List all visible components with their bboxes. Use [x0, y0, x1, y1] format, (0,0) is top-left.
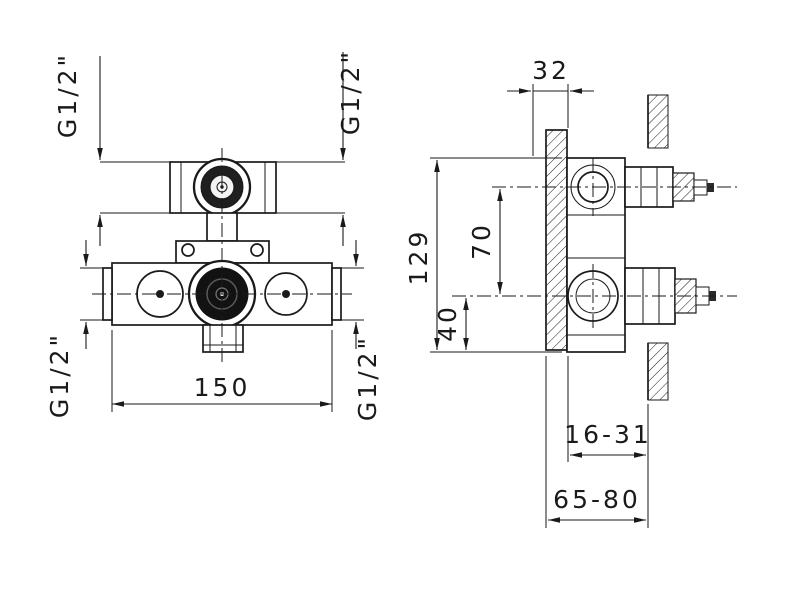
mounting-plate — [545, 129, 568, 351]
dim-thread-top-left-label: G1/2" — [53, 52, 82, 138]
dimension-thread-bottom-left: G1/2" — [45, 240, 103, 418]
flange-screw-right — [250, 243, 264, 257]
dim-depth-outer-label: 65-80 — [553, 485, 641, 514]
dim-front-width-label: 150 — [194, 373, 251, 402]
mounting-plate-section — [545, 129, 568, 351]
front-view: 150 G1/2" G1/2" G1/2" G1/2" — [45, 49, 382, 421]
dim-plate-offset-label: 32 — [532, 56, 570, 85]
wall-section-bottom — [647, 342, 669, 401]
dimension-depth-outer: 65-80 — [545, 356, 649, 528]
dim-bottom-offset-label: 40 — [433, 304, 462, 342]
dimension-thread-top-right: G1/2" — [336, 49, 365, 246]
dimension-total-height: 129 — [404, 157, 562, 353]
dimension-port-spacing: 70 — [467, 189, 503, 294]
dimension-front-width: 150 — [111, 330, 333, 412]
dim-depth-inner-label: 16-31 — [564, 420, 652, 449]
dim-port-spacing-label: 70 — [467, 222, 496, 260]
dimension-thread-top-left: G1/2" — [53, 52, 103, 246]
side-view: 32 129 70 40 16-31 — [404, 56, 737, 528]
dimension-bottom-offset: 40 — [433, 298, 469, 350]
bottom-outlet-stub — [202, 324, 244, 353]
dimension-depth-inner: 16-31 — [564, 356, 652, 462]
wall-section-top — [647, 94, 669, 149]
dim-thread-bottom-right-label: G1/2" — [353, 335, 382, 421]
flange-screw-left — [181, 243, 195, 257]
dimension-plate-offset: 32 — [507, 56, 594, 156]
dimension-thread-bottom-right: G1/2" — [341, 240, 382, 421]
dim-thread-bottom-left-label: G1/2" — [45, 332, 74, 418]
dim-total-height-label: 129 — [404, 229, 433, 286]
dim-thread-top-right-label: G1/2" — [336, 49, 365, 135]
